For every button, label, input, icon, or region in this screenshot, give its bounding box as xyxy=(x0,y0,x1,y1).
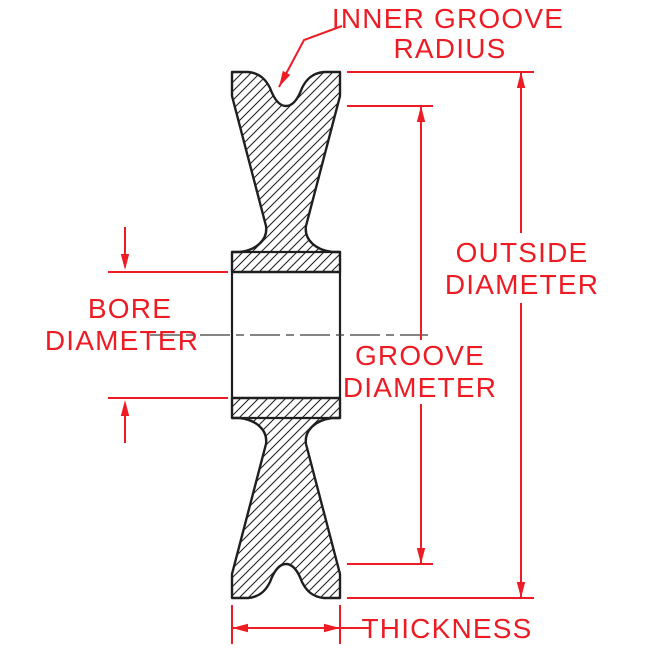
label-thickness: THICKNESS xyxy=(361,613,532,644)
label-outside-diameter-line1: OUTSIDE xyxy=(456,237,589,268)
groove-arrowhead-up-icon xyxy=(416,106,426,122)
outside-diameter-dimension xyxy=(347,71,534,599)
label-inner-groove-radius-line2: RADIUS xyxy=(394,33,507,64)
thickness-arrowhead-left-icon xyxy=(232,623,248,633)
thickness-dimension xyxy=(231,605,369,644)
bore-diameter-dimension xyxy=(108,227,228,443)
bore-arrowhead-down-icon xyxy=(120,254,130,270)
pulley-upper-half-section xyxy=(230,70,342,274)
thickness-arrowhead-right-icon xyxy=(324,623,340,633)
groove-diameter-dimension xyxy=(347,105,433,565)
pulley-lower-half-section xyxy=(230,396,342,600)
label-groove-diameter-line2: DIAMETER xyxy=(343,372,497,403)
label-inner-groove-radius-line1: INNER GROOVE xyxy=(332,3,564,34)
od-arrowhead-up-icon xyxy=(516,72,526,88)
leader-line xyxy=(278,25,343,88)
leader-arrowhead-icon xyxy=(279,70,291,87)
label-outside-diameter-line2: DIAMETER xyxy=(445,269,599,300)
inner-groove-radius-leader xyxy=(278,25,343,88)
label-bore-diameter-line2: DIAMETER xyxy=(45,325,199,356)
bore-arrowhead-up-icon xyxy=(120,400,130,416)
od-arrowhead-down-icon xyxy=(516,582,526,598)
groove-arrowhead-down-icon xyxy=(416,548,426,564)
label-groove-diameter-line1: GROOVE xyxy=(355,340,485,371)
label-bore-diameter-line1: BORE xyxy=(88,293,172,324)
pulley-cross-section xyxy=(230,70,342,600)
